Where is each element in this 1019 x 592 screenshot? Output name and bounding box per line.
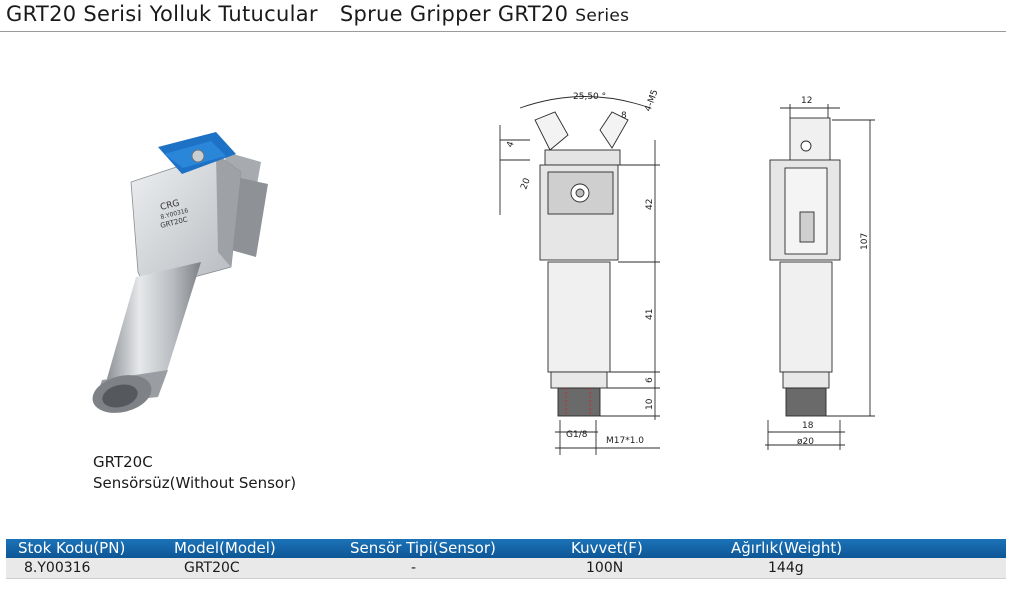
header-model: Model(Model) <box>174 539 276 557</box>
cell-weight: 144g <box>768 560 804 576</box>
title-turkish: GRT20 Serisi Yolluk Tutucular <box>6 2 318 26</box>
dim-20: 20 <box>519 177 532 191</box>
dim-m: M17*1.0 <box>606 436 644 446</box>
dim-d20: ø20 <box>797 437 814 447</box>
dim-4: 4 <box>505 140 516 149</box>
dim-10: 10 <box>645 398 655 410</box>
photo-brand-text: CRG <box>159 198 180 212</box>
header-pn: Stok Kodu(PN) <box>18 539 126 557</box>
caption-variant: Sensörsüz(Without Sensor) <box>93 474 297 492</box>
cell-force: 100N <box>586 560 624 576</box>
dim-42: 42 <box>645 199 655 210</box>
dim-g: G1/8 <box>566 430 588 440</box>
photo-caption: GRT20C Sensörsüz(Without Sensor) <box>93 452 296 494</box>
dim-8: 8 <box>621 111 627 121</box>
product-photo: CRG 8.Y00316 GRT20C <box>46 92 316 437</box>
header-force: Kuvvet(F) <box>571 539 643 557</box>
dim-thread: 4-M5 <box>643 88 660 113</box>
dim-6: 6 <box>645 377 655 383</box>
dim-angle: 25,50 ° <box>573 92 606 102</box>
header-weight: Ağırlık(Weight) <box>731 539 843 557</box>
cell-pn: 8.Y00316 <box>24 560 91 576</box>
dim-41: 41 <box>645 309 655 320</box>
cell-model: GRT20C <box>184 560 240 576</box>
page-title: GRT20 Serisi Yolluk Tutucular Sprue Gripp… <box>6 2 629 26</box>
dim-107: 107 <box>860 233 870 250</box>
dim-12: 12 <box>801 96 812 106</box>
title-english: Sprue Gripper GRT20 Series <box>339 2 630 26</box>
table-header: Stok Kodu(PN) Model(Model) Sensör Tipi(S… <box>6 539 1006 558</box>
dim-18: 18 <box>802 421 814 431</box>
table-row: 8.Y00316 GRT20C - 100N 144g <box>6 558 1006 579</box>
title-rule <box>0 31 1006 32</box>
caption-model: GRT20C <box>93 453 153 471</box>
header-sensor: Sensör Tipi(Sensor) <box>350 539 496 557</box>
spec-table: Stok Kodu(PN) Model(Model) Sensör Tipi(S… <box>6 539 1006 579</box>
cell-sensor: - <box>411 560 417 576</box>
